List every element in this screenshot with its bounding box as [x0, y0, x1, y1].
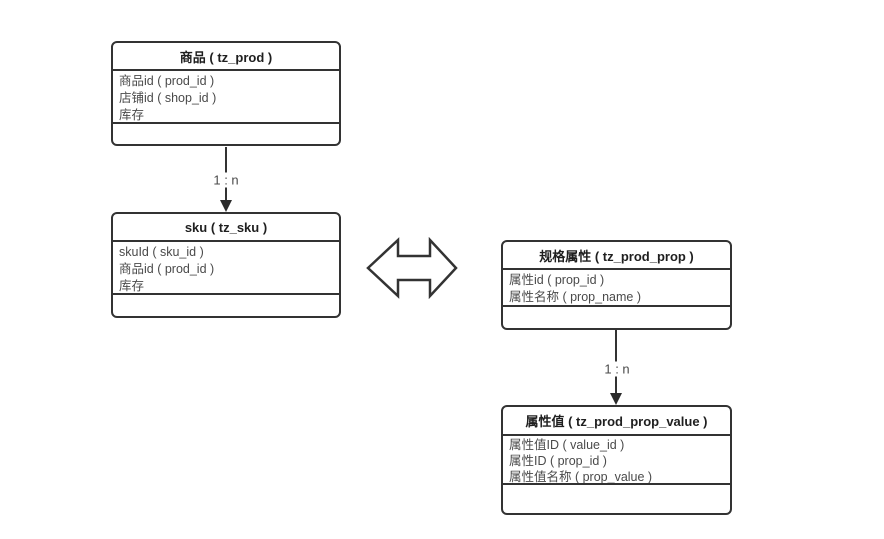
- entity-table-prod-prop: 规格属性 ( tz_prod_prop ) 属性id ( prop_id ) 属…: [501, 240, 732, 330]
- entity-field: 店铺id ( shop_id ): [119, 91, 217, 105]
- entity-field: 商品id ( prod_id ): [119, 262, 215, 276]
- connector-prop-value-arrowhead-icon: [610, 393, 622, 405]
- entity-table-prod-title: 商品 ( tz_prod ): [113, 43, 339, 71]
- entity-table-prod: 商品 ( tz_prod ) 商品id ( prod_id ) 店铺id ( s…: [111, 41, 341, 146]
- entity-field: 属性值ID ( value_id ): [509, 438, 625, 452]
- entity-table-prod-prop-value-fields: 属性值ID ( value_id ) 属性ID ( prop_id ) 属性值名…: [503, 436, 730, 485]
- connector-prod-sku-label: 1 : n: [210, 172, 242, 188]
- entity-field: 库存: [119, 279, 145, 293]
- entity-table-sku-title: sku ( tz_sku ): [113, 214, 339, 242]
- entity-field: 属性ID ( prop_id ): [509, 453, 607, 468]
- entity-footer: [503, 307, 730, 328]
- entity-field: skuId ( sku_id ): [119, 245, 204, 259]
- entity-table-prod-fields: 商品id ( prod_id ) 店铺id ( shop_id ) 库存: [113, 71, 339, 124]
- connector-prod-sku-arrowhead-icon: [220, 200, 232, 212]
- entity-table-sku: sku ( tz_sku ) skuId ( sku_id ) 商品id ( p…: [111, 212, 341, 318]
- entity-table-prod-prop-title: 规格属性 ( tz_prod_prop ): [503, 242, 730, 270]
- entity-field: 属性值名称 ( prop_value ): [509, 469, 653, 484]
- entity-footer: [113, 124, 339, 144]
- entity-footer: [503, 485, 730, 513]
- entity-footer: [113, 295, 339, 316]
- entity-field: 属性名称 ( prop_name ): [509, 290, 641, 304]
- double-arrow-icon: [366, 237, 458, 299]
- entity-table-prod-prop-value: 属性值 ( tz_prod_prop_value ) 属性值ID ( value…: [501, 405, 732, 515]
- entity-field: 库存: [119, 108, 145, 122]
- entity-field: 属性id ( prop_id ): [509, 273, 605, 287]
- connector-prop-value-label: 1 : n: [601, 361, 633, 377]
- entity-table-sku-fields: skuId ( sku_id ) 商品id ( prod_id ) 库存: [113, 242, 339, 295]
- entity-field: 商品id ( prod_id ): [119, 74, 215, 88]
- entity-table-prod-prop-fields: 属性id ( prop_id ) 属性名称 ( prop_name ): [503, 270, 730, 307]
- entity-table-prod-prop-value-title: 属性值 ( tz_prod_prop_value ): [503, 407, 730, 436]
